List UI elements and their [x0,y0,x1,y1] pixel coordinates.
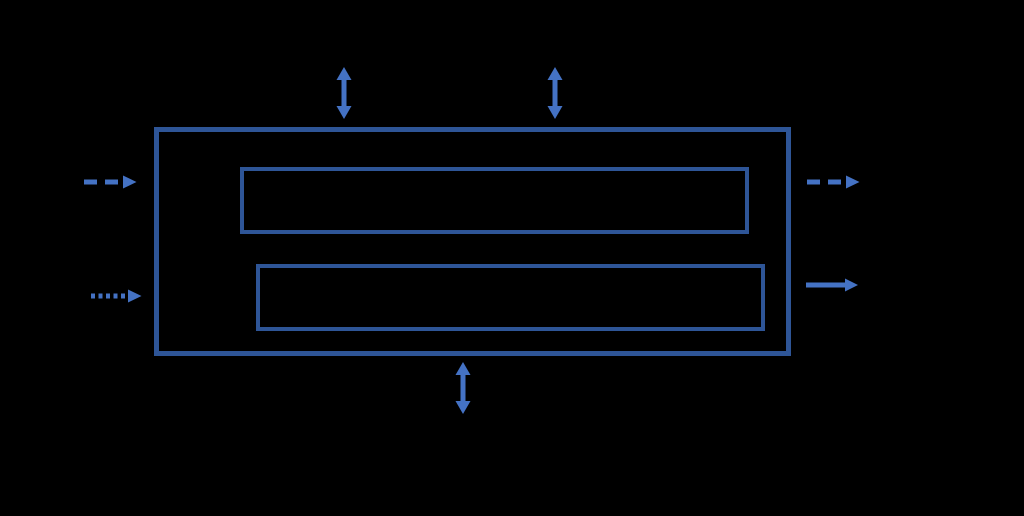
left-dashed-arrow-icon [84,175,137,189]
left-dotted-arrow-icon [91,289,142,303]
bottom-double-arrow-icon [455,362,471,414]
top-right-double-arrow-icon [547,67,563,119]
inner-box-bottom [256,264,765,331]
right-dashed-arrow-icon [807,175,860,189]
inner-box-top [240,167,749,234]
right-solid-arrow-icon [806,278,858,292]
top-left-double-arrow-icon [336,67,352,119]
outer-box [154,127,791,356]
